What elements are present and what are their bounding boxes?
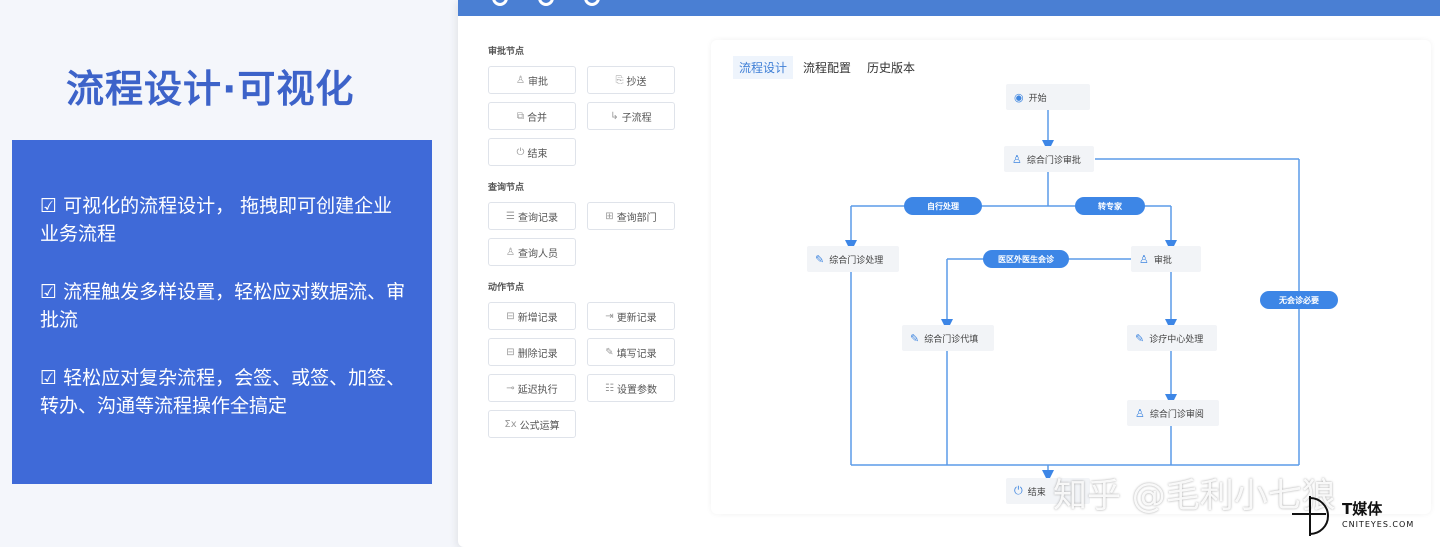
node-label: 综合门诊审阅 bbox=[1149, 409, 1204, 420]
palette-node-button[interactable]: ⊟新增记录 bbox=[488, 302, 576, 330]
tab-history[interactable]: 历史版本 bbox=[867, 61, 916, 75]
feature-item: ☑ 轻松应对复杂流程，会签、或签、加签、转办、沟通等流程操作全搞定 bbox=[40, 367, 406, 417]
merge-icon: ⧉ bbox=[516, 110, 525, 122]
formula-icon: Σx bbox=[504, 418, 517, 430]
palette-node-label: 设置参数 bbox=[616, 384, 657, 396]
branch-no-consult[interactable]: 无会诊必要 bbox=[1260, 291, 1338, 309]
flow-node-start[interactable]: ◉ 开始 bbox=[1006, 84, 1090, 110]
palette-node-label: 延迟执行 bbox=[517, 384, 558, 396]
edit-icon: ✎ bbox=[910, 331, 920, 345]
section-title-approval: 审批节点 bbox=[488, 47, 525, 57]
start-icon: ◉ bbox=[1014, 90, 1024, 104]
record-icon: ☰ bbox=[506, 210, 515, 222]
flow-node-outpatient-review[interactable]: ♙ 综合门诊审阅 bbox=[1127, 400, 1219, 426]
feature-item: ☑ 可视化的流程设计， 拖拽即可创建企业业务流程 bbox=[40, 195, 393, 245]
people-icon: ♙ bbox=[506, 246, 515, 258]
palette-node-label: 新增记录 bbox=[517, 312, 558, 324]
palette-node-button[interactable]: ♙查询人员 bbox=[488, 238, 576, 266]
brand-logo: T媒体 CNITEYES.COM bbox=[1290, 490, 1436, 540]
flow-node-approve[interactable]: ♙ 审批 bbox=[1131, 246, 1201, 272]
palette-node-label: 公式运算 bbox=[519, 420, 560, 432]
person-icon: ♙ bbox=[1139, 252, 1149, 266]
palette-node-button[interactable]: ⊟删除记录 bbox=[488, 338, 576, 366]
feature-panel: ☑ 可视化的流程设计， 拖拽即可创建企业业务流程 ☑ 流程触发多样设置，轻松应对… bbox=[12, 140, 432, 484]
palette-node-button[interactable]: ⎘抄送 bbox=[587, 66, 675, 94]
canvas-tabs: 流程设计 流程配置 历史版本 bbox=[733, 56, 921, 79]
person-icon: ♙ bbox=[1135, 406, 1145, 420]
approval-node-group: ♙审批 ⎘抄送 ⧉合并 ↳子流程 ⏻结束 bbox=[488, 66, 688, 166]
brand-domain: CNITEYES.COM bbox=[1342, 520, 1415, 529]
palette-node-label: 更新记录 bbox=[616, 312, 657, 324]
branch-to-expert[interactable]: 转专家 bbox=[1075, 197, 1145, 215]
section-title-query: 查询节点 bbox=[488, 183, 525, 193]
flow-canvas[interactable]: 流程设计 流程配置 历史版本 bbox=[711, 40, 1431, 514]
edit-icon: ✎ bbox=[815, 252, 825, 266]
palette-node-button[interactable]: ⊸延迟执行 bbox=[488, 374, 576, 402]
power-icon: ⏻ bbox=[516, 146, 525, 158]
update-record-icon: ⇥ bbox=[605, 310, 614, 322]
flow-connectors bbox=[845, 110, 1300, 482]
branch-external-consult[interactable]: 医区外医生会诊 bbox=[983, 250, 1069, 268]
palette-node-button[interactable]: ☷设置参数 bbox=[587, 374, 675, 402]
tab-flow-design[interactable]: 流程设计 bbox=[733, 56, 794, 79]
node-label: 综合门诊处理 bbox=[829, 255, 884, 266]
palette-node-label: 合并 bbox=[527, 112, 548, 124]
add-record-icon: ⊟ bbox=[506, 310, 515, 322]
copy-icon: ⎘ bbox=[615, 74, 624, 86]
palette-node-label: 子流程 bbox=[621, 112, 652, 124]
branch-self-handle[interactable]: 自行处理 bbox=[904, 197, 982, 215]
node-label: 综合门诊代填 bbox=[924, 334, 979, 345]
node-palette: 审批节点 ♙审批⎘抄送⧉合并↳子流程⏻结束 查询节点 ☰查询记录⊞查询部门♙查询… bbox=[488, 44, 688, 452]
palette-node-button[interactable]: ⊞查询部门 bbox=[587, 202, 675, 230]
flow-node-outpatient-handle[interactable]: ✎ 综合门诊处理 bbox=[807, 246, 899, 272]
node-label: 审批 bbox=[1153, 255, 1172, 266]
department-icon: ⊞ bbox=[605, 210, 614, 222]
palette-node-label: 审批 bbox=[527, 76, 548, 88]
palette-node-label: 查询记录 bbox=[517, 212, 558, 224]
tab-flow-config[interactable]: 流程配置 bbox=[803, 61, 852, 75]
delay-icon: ⊸ bbox=[506, 382, 515, 394]
palette-node-button[interactable]: ♙审批 bbox=[488, 66, 576, 94]
palette-node-label: 删除记录 bbox=[517, 348, 558, 360]
palette-node-button[interactable]: ⏻结束 bbox=[488, 138, 576, 166]
query-node-group: ☰查询记录 ⊞查询部门 ♙查询人员 bbox=[488, 202, 688, 266]
edit-icon: ✎ bbox=[1135, 331, 1145, 345]
watermark: 知乎 @毛利小七狼 bbox=[1053, 476, 1336, 516]
person-icon: ♙ bbox=[1012, 152, 1022, 166]
palette-node-label: 查询部门 bbox=[616, 212, 657, 224]
palette-node-button[interactable]: ☰查询记录 bbox=[488, 202, 576, 230]
flow-node-end[interactable]: ⏻ 结束 bbox=[1006, 478, 1090, 504]
delete-record-icon: ⊟ bbox=[506, 346, 515, 358]
palette-node-button[interactable]: ⇥更新记录 bbox=[587, 302, 675, 330]
palette-node-button[interactable]: ⧉合并 bbox=[488, 102, 576, 130]
flow-node-outpatient-proxy[interactable]: ✎ 综合门诊代填 bbox=[902, 325, 994, 351]
section-title-action: 动作节点 bbox=[488, 283, 525, 293]
flow-node-main-approval[interactable]: ♙ 综合门诊审批 bbox=[1004, 146, 1094, 172]
palette-node-label: 查询人员 bbox=[517, 248, 558, 260]
node-label: 诊疗中心处理 bbox=[1149, 334, 1204, 345]
node-label: 结束 bbox=[1027, 487, 1046, 498]
node-label: 综合门诊审批 bbox=[1026, 155, 1081, 166]
palette-node-label: 结束 bbox=[527, 148, 548, 160]
title-bar bbox=[458, 0, 1440, 16]
power-icon: ⏻ bbox=[1014, 484, 1023, 497]
palette-node-button[interactable]: ↳子流程 bbox=[587, 102, 675, 130]
person-icon: ♙ bbox=[516, 74, 525, 86]
flow-node-clinic-center[interactable]: ✎ 诊疗中心处理 bbox=[1127, 325, 1217, 351]
brand-name: T媒体 bbox=[1342, 500, 1383, 518]
palette-node-label: 填写记录 bbox=[616, 348, 657, 360]
palette-node-label: 抄送 bbox=[626, 76, 647, 88]
palette-node-button[interactable]: ✎填写记录 bbox=[587, 338, 675, 366]
settings-icon: ☷ bbox=[605, 382, 614, 394]
app-window: 审批节点 ♙审批⎘抄送⧉合并↳子流程⏻结束 查询节点 ☰查询记录⊞查询部门♙查询… bbox=[458, 0, 1440, 547]
subflow-icon: ↳ bbox=[610, 110, 619, 122]
fill-record-icon: ✎ bbox=[605, 346, 614, 358]
brand-mark-icon bbox=[1292, 496, 1329, 536]
node-label: 开始 bbox=[1028, 93, 1047, 104]
feature-item: ☑ 流程触发多样设置，轻松应对数据流、审批流 bbox=[40, 281, 406, 331]
page-headline: 流程设计·可视化 bbox=[66, 67, 355, 111]
